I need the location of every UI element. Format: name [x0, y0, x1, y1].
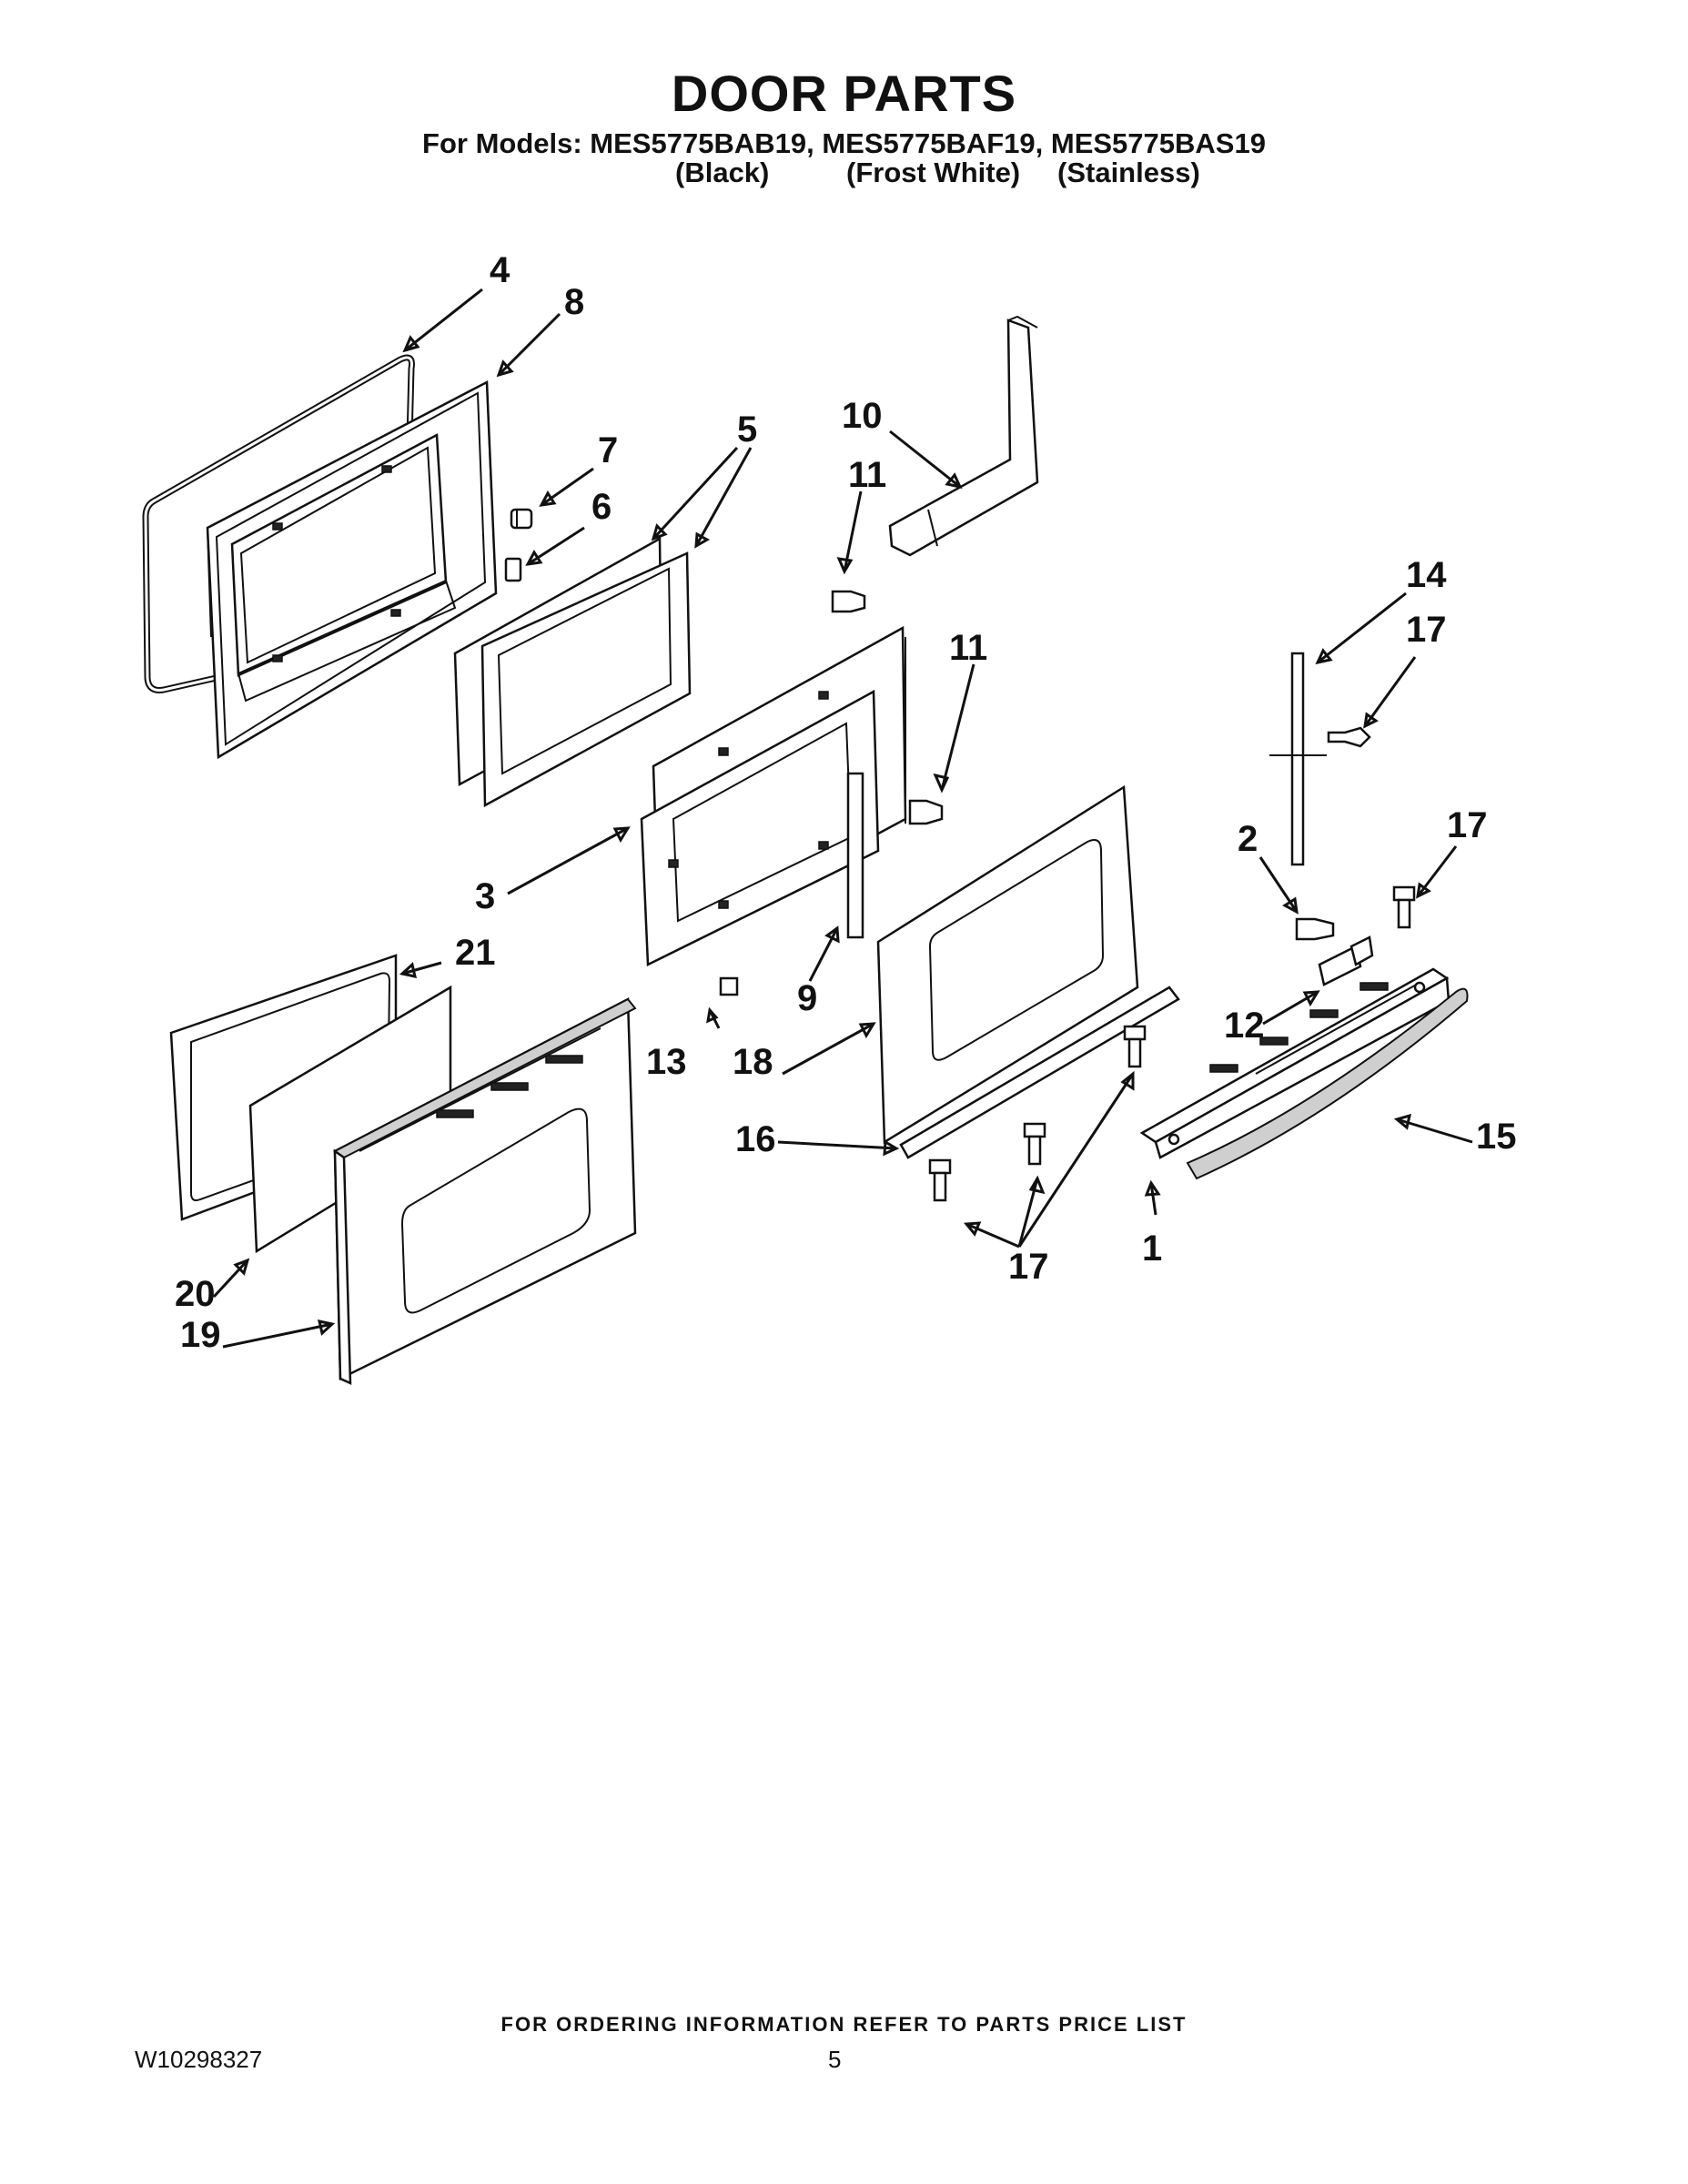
- leader-lines: [212, 288, 1473, 1349]
- callout-10: 10: [842, 396, 883, 436]
- callout-20: 20: [175, 1274, 216, 1314]
- callout-17-bottom: 17: [1008, 1247, 1049, 1287]
- callout-19: 19: [180, 1315, 221, 1355]
- color-frost-white: (Frost White): [846, 157, 1021, 188]
- callout-12: 12: [1224, 1006, 1265, 1046]
- callout-7: 7: [598, 430, 618, 470]
- page-title: DOOR PARTS: [671, 65, 1017, 122]
- door-handle-part: [1139, 967, 1469, 1180]
- callout-6: 6: [591, 487, 612, 527]
- screw-part: [1327, 726, 1371, 748]
- callout-13: 13: [646, 1042, 687, 1082]
- callout-9: 9: [797, 978, 817, 1018]
- inner-door-panel-part: [640, 625, 907, 966]
- screw-part: [831, 590, 944, 825]
- window-glass-part: [453, 536, 692, 808]
- screw-part: [1295, 917, 1335, 941]
- door-strip-part: [899, 986, 1180, 1159]
- callout-21: 21: [455, 933, 496, 973]
- callout-18: 18: [733, 1042, 773, 1082]
- callout-4: 4: [490, 250, 510, 290]
- callout-11-top: 11: [848, 455, 886, 495]
- hinge-channel-part: [846, 772, 864, 939]
- callout-8: 8: [564, 282, 584, 322]
- callout-15: 15: [1476, 1117, 1517, 1157]
- outer-door-glass-part: [876, 784, 1139, 1145]
- callout-2: 2: [1238, 819, 1258, 859]
- callout-16: 16: [735, 1119, 776, 1159]
- screw-part: [928, 1025, 1147, 1202]
- wiring-duct-part: [888, 315, 1039, 557]
- document-number: W10298327: [135, 2046, 263, 2073]
- models-line: For Models: MES5775BAB19, MES5775BAF19, …: [422, 127, 1266, 159]
- rod-part: [1269, 652, 1327, 866]
- callout-14: 14: [1406, 555, 1447, 595]
- color-black: (Black): [675, 157, 770, 188]
- callout-17-upper: 17: [1406, 610, 1447, 650]
- bracket-part: [1318, 935, 1374, 986]
- color-stainless: (Stainless): [1057, 157, 1200, 188]
- callout-5: 5: [737, 410, 757, 450]
- callout-3: 3: [475, 876, 495, 916]
- door-bumper-part: [510, 508, 533, 530]
- callout-11-right: 11: [949, 628, 987, 668]
- callout-1: 1: [1142, 1228, 1162, 1269]
- callout-17-handle: 17: [1447, 805, 1488, 845]
- screw-part: [1392, 885, 1416, 929]
- inner-door-liner-part: [206, 379, 498, 760]
- clip-part: [504, 557, 522, 582]
- page-number: 5: [828, 2046, 842, 2073]
- spacer-part: [719, 976, 739, 996]
- outer-door-panel-part: [333, 996, 637, 1385]
- ordering-note: FOR ORDERING INFORMATION REFER TO PARTS …: [500, 2013, 1188, 2036]
